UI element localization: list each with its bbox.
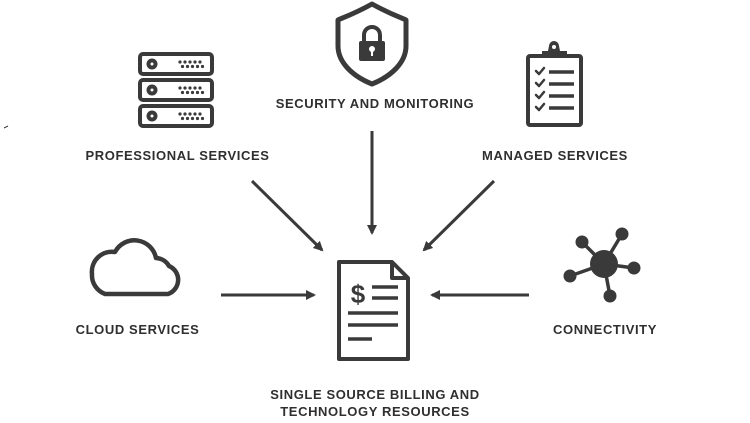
billing-label-line2: TECHNOLOGY RESOURCES	[280, 404, 470, 419]
stray-mark	[3, 125, 9, 129]
invoice-document-icon: $	[337, 260, 410, 361]
shield-lock-icon	[335, 1, 409, 87]
security-and-monitoring-label: SECURITY AND MONITORING	[275, 96, 475, 111]
billing-label-line1: SINGLE SOURCE BILLING AND	[270, 387, 480, 402]
connectivity-label: CONNECTIVITY	[553, 322, 657, 337]
cloud-services-label: CLOUD SERVICES	[75, 322, 200, 337]
arrow-managed-to-billing	[422, 179, 496, 252]
clipboard-checklist-icon	[526, 41, 583, 127]
cloud-icon	[89, 238, 181, 297]
managed-services-label: MANAGED SERVICES	[482, 148, 628, 163]
arrow-professional-to-billing	[250, 179, 324, 252]
server-rack-icon	[138, 52, 214, 128]
professional-services-label: PROFESSIONAL SERVICES	[85, 148, 270, 163]
svg-text:$: $	[351, 279, 366, 309]
billing-label: SINGLE SOURCE BILLING AND TECHNOLOGY RES…	[245, 386, 505, 420]
network-hub-icon	[563, 227, 641, 303]
